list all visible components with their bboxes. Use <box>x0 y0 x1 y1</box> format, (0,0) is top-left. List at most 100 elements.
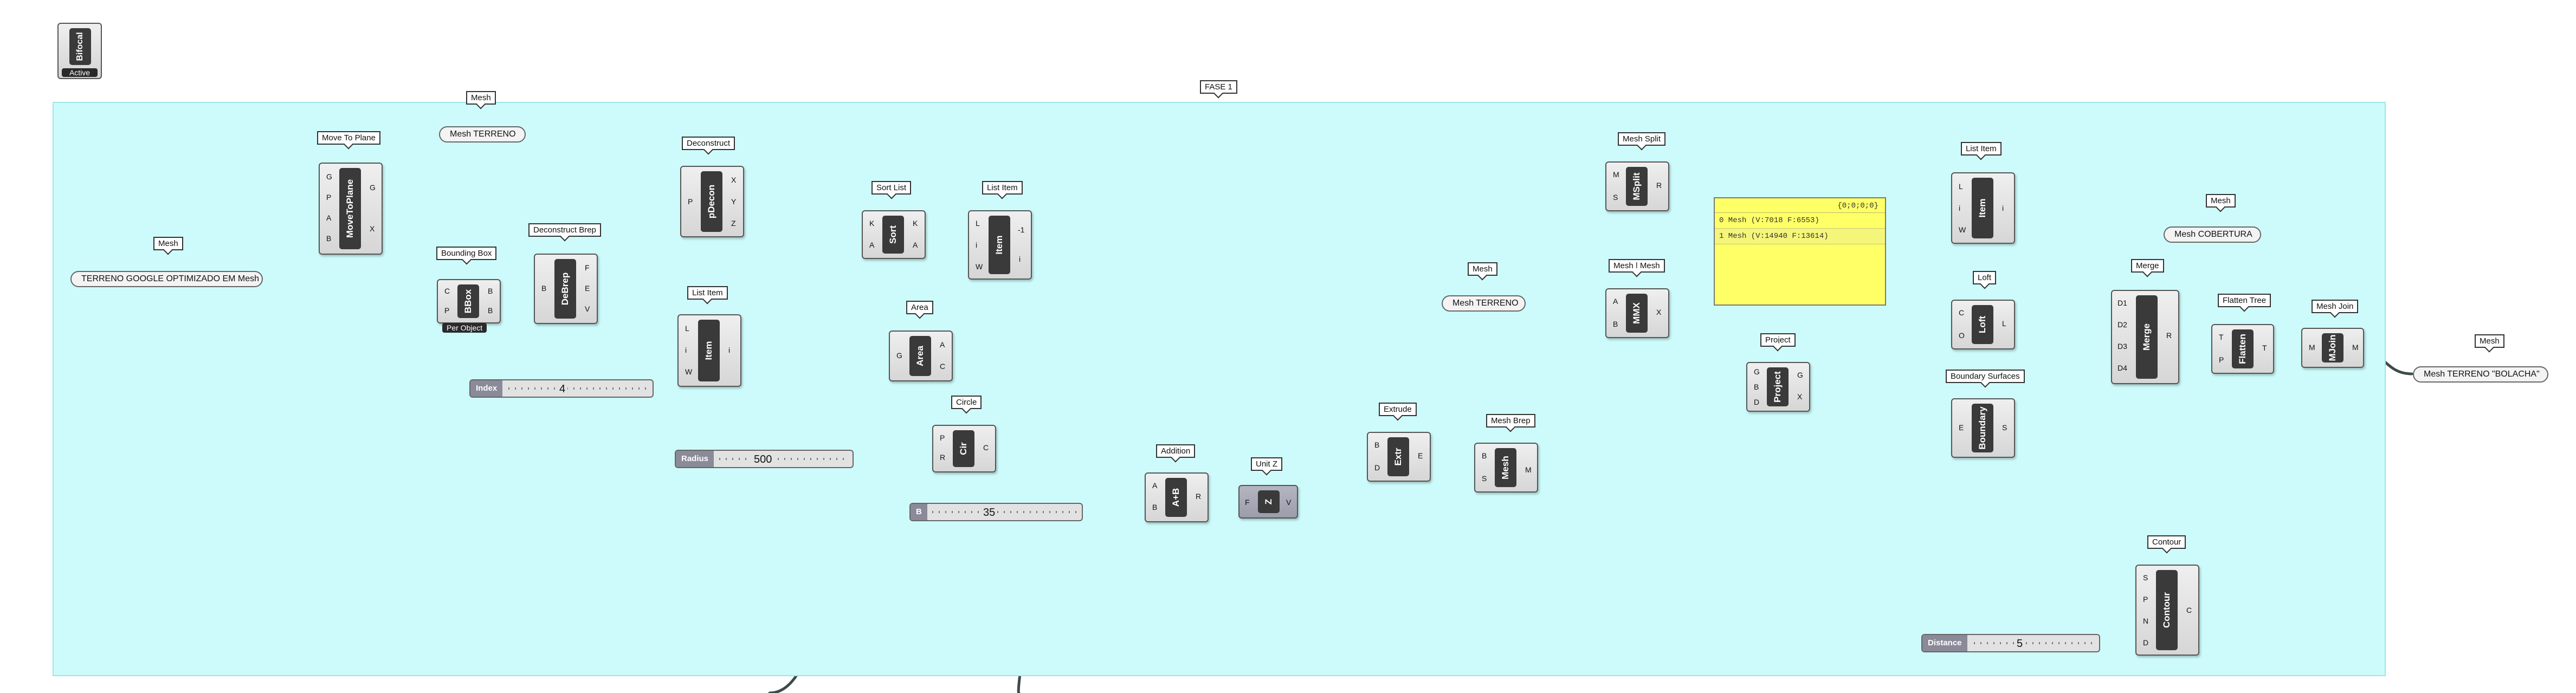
component-label: A+B <box>1171 488 1181 507</box>
data-panel-path: {0;0;0;0} <box>1715 198 1885 213</box>
component-label: Mesh <box>1500 456 1510 480</box>
component-label: Extr <box>1393 448 1403 466</box>
panel-terreno-google[interactable]: TERRENO GOOGLE OPTIMIZADO EM Mesh <box>70 271 263 287</box>
tag-sort-list: Sort List <box>871 181 912 195</box>
tag-addition: Addition <box>1156 444 1196 458</box>
slider-value: 4 <box>557 382 568 396</box>
slider-distance[interactable]: Distance 5 <box>1921 634 2100 652</box>
component-boundary[interactable]: E Boundary S <box>1951 398 2015 458</box>
bake-status: Active <box>62 68 98 77</box>
component-label: Flatten <box>2237 334 2248 364</box>
tag-mesh-join: Mesh Join <box>2312 300 2359 313</box>
tag-project: Project <box>1760 333 1796 347</box>
panel-mesh-bolacha[interactable]: Mesh TERRENO "BOLACHA" <box>2413 366 2548 383</box>
component-unit-z[interactable]: F Z V <box>1238 485 1298 519</box>
tag-deconstruct-brep: Deconstruct Brep <box>528 223 601 237</box>
slider-label: B <box>911 504 927 520</box>
slider-index[interactable]: Index 4 <box>469 379 654 398</box>
tag-mesh-final: Mesh <box>2475 334 2504 348</box>
data-panel-row: 0 Mesh (V:7018 F:6553) <box>1715 213 1885 229</box>
slider-label: Radius <box>676 451 714 467</box>
component-label: Item <box>703 341 714 360</box>
component-label: Item <box>1977 198 1987 218</box>
slider-track[interactable] <box>932 511 1076 513</box>
tag-unit-z: Unit Z <box>1251 457 1283 471</box>
component-label: Area <box>915 346 925 366</box>
component-mesh-join[interactable]: M MJoin M <box>2301 328 2364 368</box>
component-label: DeBrep <box>560 272 570 306</box>
tag-contour: Contour <box>2147 535 2186 549</box>
group-fase-1[interactable] <box>53 102 2386 676</box>
component-label: pDecon <box>706 184 716 219</box>
component-label: Sort <box>888 225 898 244</box>
component-label: Item <box>994 235 1004 255</box>
slider-track[interactable] <box>1974 642 2094 644</box>
slider-label: Index <box>470 380 503 397</box>
slider-b[interactable]: B 35 <box>909 503 1083 521</box>
panel-mesh-cobertura[interactable]: Mesh COBERTURA <box>2164 226 2261 243</box>
component-label: MoveToPlane <box>345 179 355 238</box>
tag-mesh-mesh: Mesh | Mesh <box>1609 259 1665 273</box>
tag-mesh-terreno: Mesh <box>1468 262 1497 276</box>
component-label: Project <box>1772 371 1783 403</box>
component-label: Cir <box>958 442 969 455</box>
group-title: FASE 1 <box>1200 80 1237 94</box>
panel-mesh-terreno[interactable]: Mesh TERRENO <box>1442 295 1526 312</box>
component-label: Merge <box>2141 323 2152 351</box>
tag-list-item: List Item <box>982 181 1023 195</box>
tag-mesh-cobertura: Mesh <box>2206 194 2236 208</box>
tag-area: Area <box>906 301 933 314</box>
data-panel[interactable]: {0;0;0;0} 0 Mesh (V:7018 F:6553) 1 Mesh … <box>1714 197 1886 306</box>
component-label: Contour <box>2161 592 2172 629</box>
tag-circle: Circle <box>951 396 982 409</box>
component-label: Loft <box>1977 315 1987 334</box>
bbox-footer: Per Object <box>442 323 487 333</box>
tag-mesh: Mesh <box>153 237 183 250</box>
component-label: Boundary <box>1977 406 1987 450</box>
tag-move-to-plane: Move To Plane <box>317 131 380 145</box>
bake-body: Bifocal <box>69 28 91 65</box>
slider-label: Distance <box>1922 635 1967 651</box>
slider-radius[interactable]: Radius 500 <box>675 450 854 468</box>
slider-value: 5 <box>2015 637 2025 651</box>
component-label: Z <box>1263 498 1274 505</box>
slider-track[interactable] <box>719 458 847 460</box>
slider-track[interactable] <box>508 387 647 390</box>
panel-mesh-terreno-top[interactable]: Mesh TERRENO <box>439 126 526 143</box>
slider-value: 35 <box>981 506 998 520</box>
tag-boundary-surfaces: Boundary Surfaces <box>1946 370 2025 383</box>
slider-value: 500 <box>752 452 774 467</box>
component-label: MSplit <box>1631 172 1642 200</box>
tag-list-item: List Item <box>687 286 728 300</box>
bake-component[interactable]: Bifocal Active <box>57 23 102 79</box>
tag-flatten-tree: Flatten Tree <box>2218 294 2271 307</box>
tag-loft: Loft <box>1973 271 1997 284</box>
tag-mesh-brep: Mesh Brep <box>1486 414 1535 428</box>
component-label: MJoin <box>2327 334 2338 361</box>
tag-extrude: Extrude <box>1379 403 1417 416</box>
tag-deconstruct: Deconstruct <box>682 137 735 150</box>
component-label: MMX <box>1631 302 1642 324</box>
tag-mesh-top: Mesh <box>466 91 496 105</box>
component-label: BBox <box>463 289 473 314</box>
